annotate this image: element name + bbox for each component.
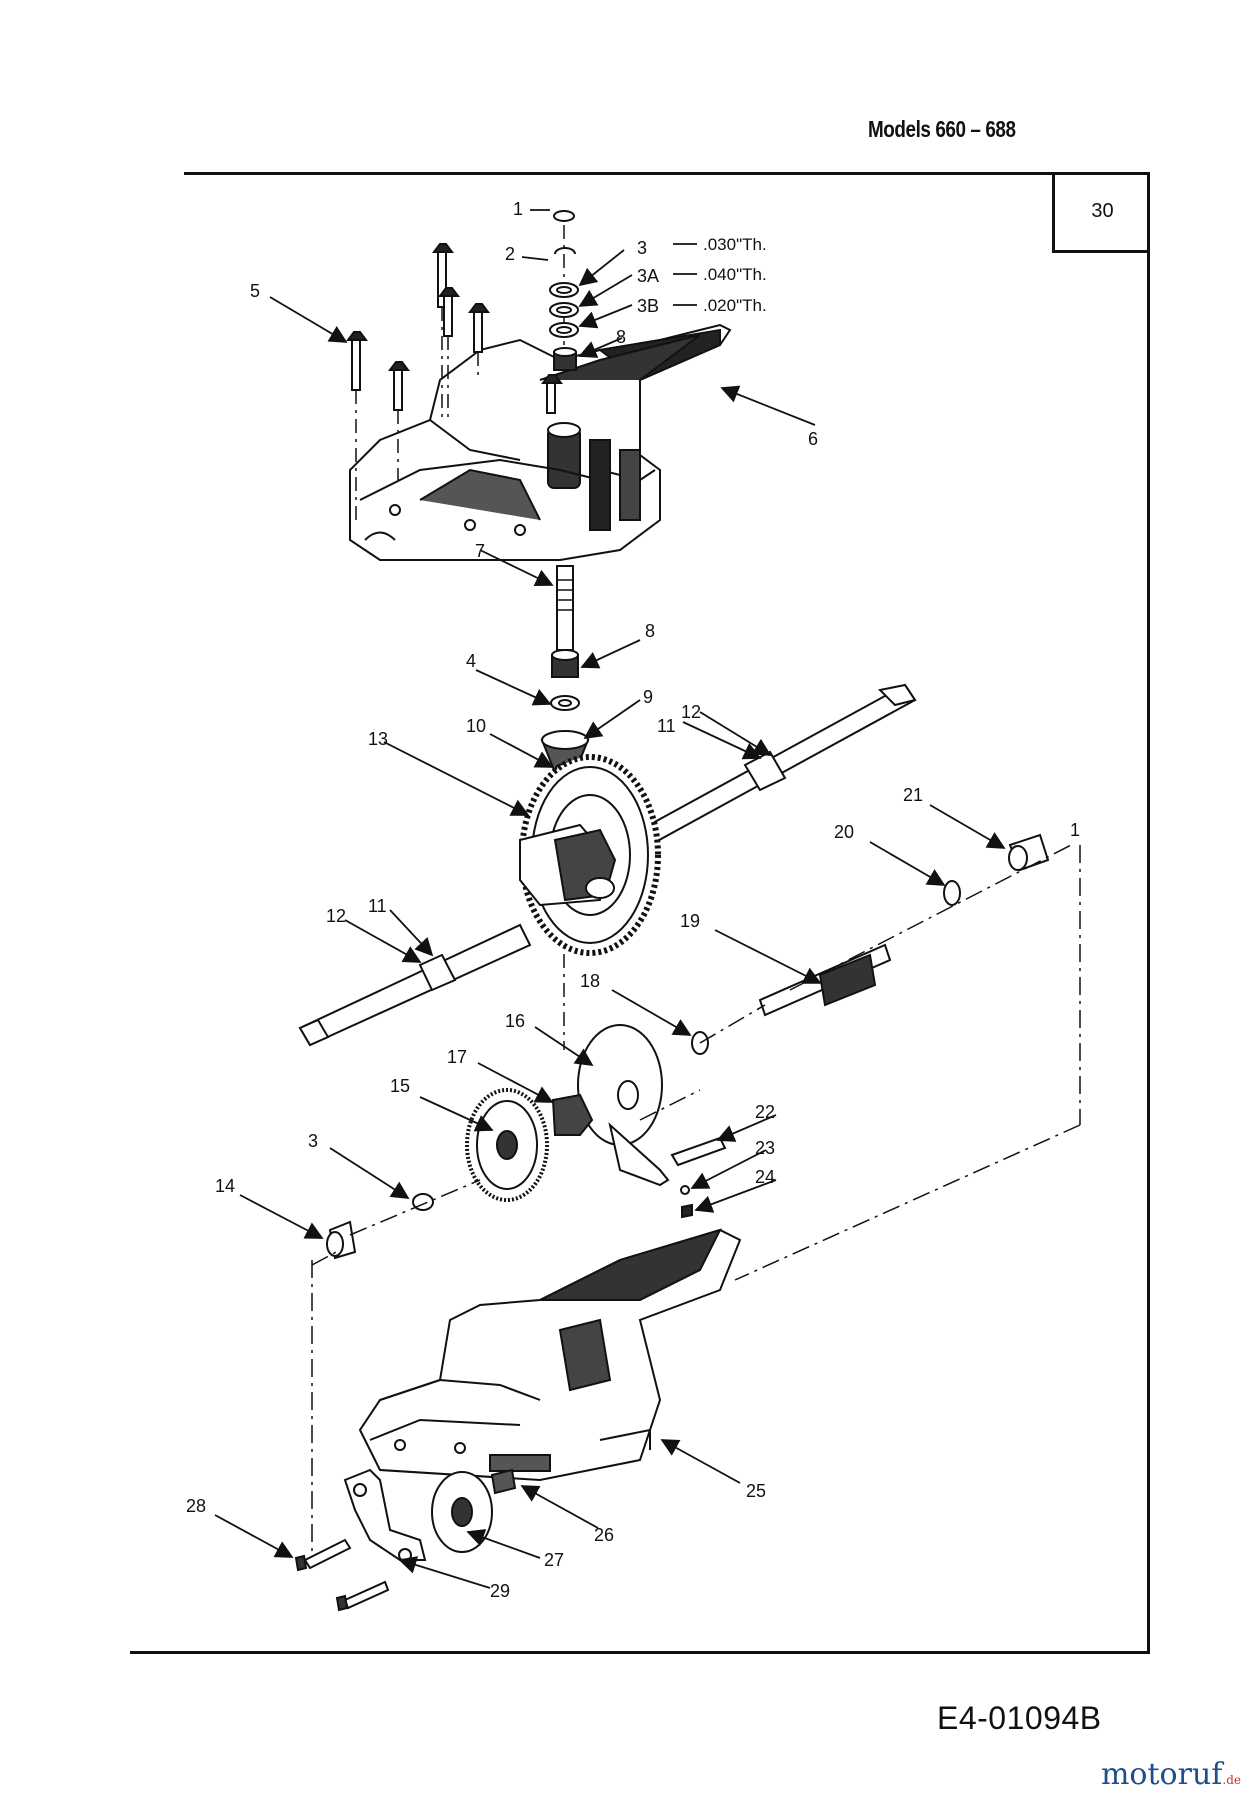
callout-28: 28 xyxy=(186,1496,206,1516)
input-shaft-assembly xyxy=(540,565,590,773)
callout-21: 21 xyxy=(903,785,923,805)
callout-4: 4 xyxy=(466,651,476,671)
callout-15: 15 xyxy=(390,1076,410,1096)
top-stack-parts xyxy=(549,210,579,371)
callout-labels: 1 2 3 3A 3B .030"Th. .040"Th. .020"Th. 8… xyxy=(186,199,1080,1601)
spec-3: .030"Th. xyxy=(703,235,767,254)
callout-8: 8 xyxy=(645,621,655,641)
callout-20: 20 xyxy=(834,822,854,842)
lower-housing xyxy=(358,1228,742,1482)
callout-22: 22 xyxy=(755,1102,775,1122)
assembly-guide-lines xyxy=(311,842,1081,1555)
watermark-logo: motoruf.de xyxy=(1101,1757,1241,1792)
watermark-tld: .de xyxy=(1222,1773,1241,1787)
callout-8-top: 8 xyxy=(616,327,626,347)
shaft-and-bushings xyxy=(691,833,1050,1055)
callout-5: 5 xyxy=(250,281,260,301)
callout-3-lower: 3 xyxy=(308,1131,318,1151)
callout-11-left: 11 xyxy=(368,896,387,916)
callout-3: 3 xyxy=(637,238,647,258)
callout-7: 7 xyxy=(475,541,485,561)
diagram-frame xyxy=(184,172,1150,1654)
top-leaders xyxy=(521,209,697,358)
spec-3b: .020"Th. xyxy=(703,296,767,315)
callout-9: 9 xyxy=(643,687,653,707)
figure-number-box: 30 xyxy=(1052,172,1150,253)
ring-gear-differential xyxy=(519,754,661,956)
drawing-code: E4-01094B xyxy=(937,1700,1102,1736)
callout-17: 17 xyxy=(447,1047,467,1067)
figure-number: 30 xyxy=(1091,199,1114,222)
models-title: Models 660 – 688 xyxy=(868,116,1016,142)
callout-10: 10 xyxy=(466,716,486,736)
callout-25: 25 xyxy=(746,1481,766,1501)
callout-27: 27 xyxy=(544,1550,564,1570)
leader-arrows xyxy=(214,296,1006,1589)
callout-29: 29 xyxy=(490,1581,510,1601)
watermark-brand: motoruf xyxy=(1100,1757,1223,1792)
callout-6: 6 xyxy=(808,429,818,449)
callout-18: 18 xyxy=(580,971,600,991)
callout-24: 24 xyxy=(755,1167,775,1187)
callout-12-right: 12 xyxy=(681,702,701,722)
callout-12-left: 12 xyxy=(326,906,346,926)
callout-19: 19 xyxy=(680,911,700,931)
axle-shafts xyxy=(298,683,917,1047)
callout-3a: 3A xyxy=(637,266,659,286)
callout-26: 26 xyxy=(594,1525,614,1545)
callout-11-right: 11 xyxy=(657,716,676,736)
callout-14: 14 xyxy=(215,1176,235,1196)
pulleys-and-shift-arm xyxy=(326,1024,727,1260)
callout-3b: 3B xyxy=(637,296,659,316)
spec-3a: .040"Th. xyxy=(703,265,767,284)
idler-bracket xyxy=(294,1468,517,1612)
callout-2: 2 xyxy=(505,244,515,264)
callout-1b: 1 xyxy=(1070,820,1080,840)
upper-housing xyxy=(349,323,732,561)
callout-16: 16 xyxy=(505,1011,525,1031)
callout-13: 13 xyxy=(368,729,388,749)
frame-bottom-extension xyxy=(130,1651,190,1654)
callout-1: 1 xyxy=(513,199,523,219)
callout-23: 23 xyxy=(755,1138,775,1158)
